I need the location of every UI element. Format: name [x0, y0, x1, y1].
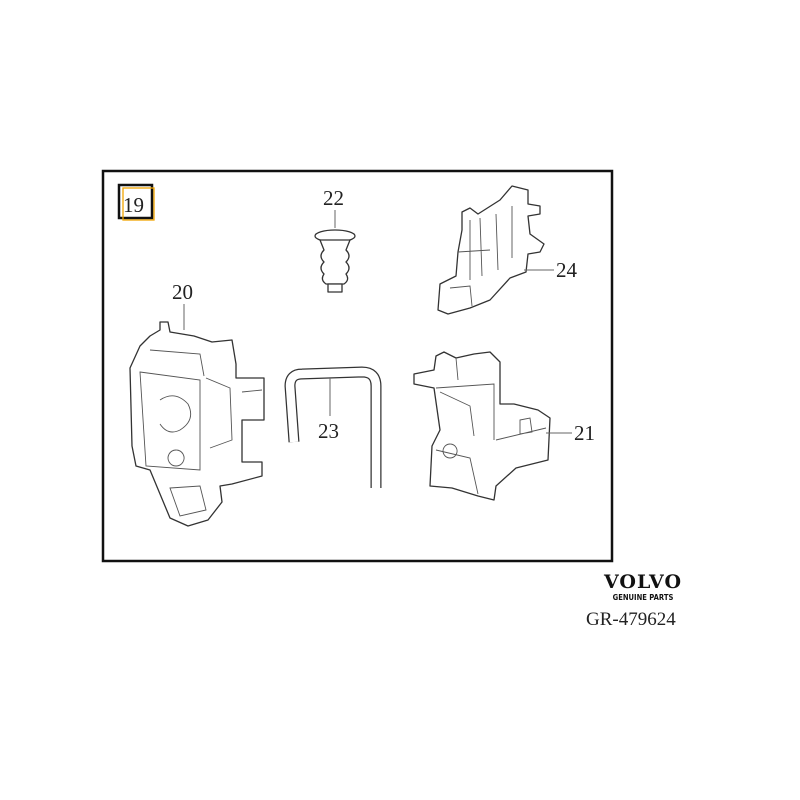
diagram-reference: GR-479624 [586, 609, 676, 630]
group-label-19[interactable]: 19 [117, 183, 155, 221]
callout-24: 24 [556, 258, 578, 282]
callout-23: 23 [318, 419, 339, 443]
volvo-logo: VOLVO [603, 571, 683, 593]
callout-20: 20 [172, 280, 193, 304]
part-24-bracket[interactable]: 24 [437, 185, 578, 315]
group-label-text: 19 [123, 193, 144, 217]
part-21-cover[interactable]: 21 [413, 351, 595, 501]
part-23-cable[interactable]: 23 [284, 366, 382, 488]
callout-22: 22 [323, 186, 344, 210]
highlight-box [122, 187, 155, 221]
brand-block: VOLVO GENUINE PARTS [590, 572, 696, 604]
brand-tagline: GENUINE PARTS [612, 593, 674, 602]
callout-21: 21 [574, 421, 595, 445]
part-20-door-lock[interactable]: 20 [129, 280, 265, 527]
diagram-frame [101, 169, 614, 563]
part-22-grommet[interactable]: 22 [314, 186, 356, 293]
